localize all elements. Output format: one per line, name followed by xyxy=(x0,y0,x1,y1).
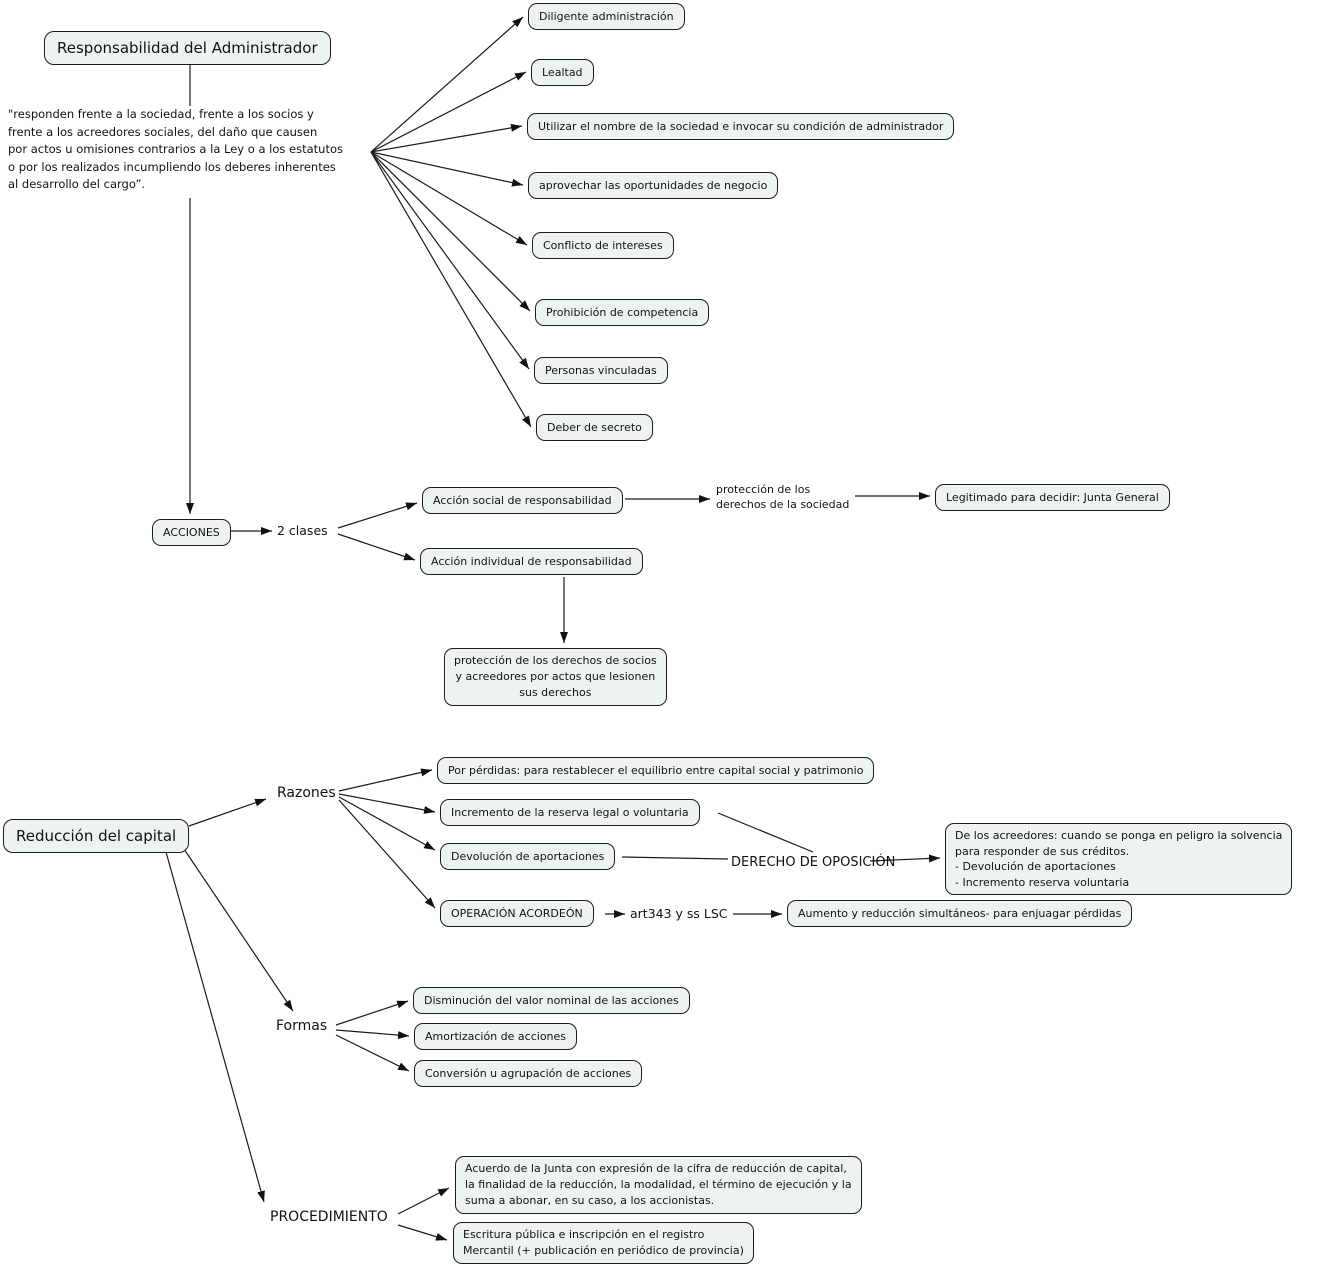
connectors xyxy=(165,16,941,1241)
node-forma-conversion-agrupacion[interactable]: Conversión u agrupación de acciones xyxy=(414,1060,643,1087)
node-deber-diligente-administracion[interactable]: Diligente administración xyxy=(528,3,685,30)
node-razon-por-perdidas[interactable]: Por pérdidas: para restablecer el equili… xyxy=(437,757,875,784)
label-derecho-de-oposicion[interactable]: DERECHO DE OPOSICIÓN xyxy=(731,855,896,870)
node-accion-individual[interactable]: Acción individual de responsabilidad xyxy=(420,548,643,575)
label-formas[interactable]: Formas xyxy=(276,1018,328,1034)
node-acciones[interactable]: ACCIONES xyxy=(152,519,231,546)
node-deber-lealtad[interactable]: Lealtad xyxy=(531,59,594,86)
node-operacion-acordeon[interactable]: OPERACIÓN ACORDEÓN xyxy=(440,900,594,927)
node-aumento-reduccion-simultaneos[interactable]: Aumento y reducción simultáneos- para en… xyxy=(787,900,1133,927)
node-deber-conflicto-intereses[interactable]: Conflicto de intereses xyxy=(532,232,674,259)
node-razon-incremento-reserva[interactable]: Incremento de la reserva legal o volunta… xyxy=(440,799,700,826)
label-2-clases[interactable]: 2 clases xyxy=(277,523,328,538)
node-responsabilidad-title[interactable]: Responsabilidad del Administrador xyxy=(44,31,331,65)
node-deber-oportunidades-negocio[interactable]: aprovechar las oportunidades de negocio xyxy=(528,172,779,199)
node-quote-responsabilidad[interactable]: "responden frente a la sociedad, frente … xyxy=(8,107,343,191)
node-forma-amortizacion-acciones[interactable]: Amortización de acciones xyxy=(414,1023,578,1050)
label-procedimiento[interactable]: PROCEDIMIENTO xyxy=(270,1209,388,1225)
node-reduccion-title[interactable]: Reducción del capital xyxy=(3,819,190,853)
node-deber-secreto[interactable]: Deber de secreto xyxy=(536,414,653,441)
node-acreedores[interactable]: De los acreedores: cuando se ponga en pe… xyxy=(945,823,1293,895)
node-razon-devolucion-aportaciones[interactable]: Devolución de aportaciones xyxy=(440,843,616,870)
label-razones[interactable]: Razones xyxy=(277,785,336,801)
node-deber-utilizar-nombre[interactable]: Utilizar el nombre de la sociedad e invo… xyxy=(527,113,955,140)
node-accion-social[interactable]: Acción social de responsabilidad xyxy=(422,487,623,514)
node-procedimiento-escritura-publica[interactable]: Escritura pública e inscripción en el re… xyxy=(453,1222,754,1264)
node-forma-disminucion-valor-nominal[interactable]: Disminución del valor nominal de las acc… xyxy=(413,987,690,1014)
node-proteccion-socios-acreedores[interactable]: protección de los derechos de socios y a… xyxy=(444,648,667,706)
label-art343-lsc[interactable]: art343 y ss LSC xyxy=(630,906,728,921)
node-procedimiento-acuerdo-junta[interactable]: Acuerdo de la Junta con expresión de la … xyxy=(455,1156,862,1214)
node-legitimado-junta-general[interactable]: Legitimado para decidir: Junta General xyxy=(935,484,1170,511)
label-proteccion-sociedad[interactable]: protección de los derechos de la socieda… xyxy=(716,483,850,511)
node-deber-prohibicion-competencia[interactable]: Prohibición de competencia xyxy=(535,299,710,326)
node-deber-personas-vinculadas[interactable]: Personas vinculadas xyxy=(534,357,668,384)
